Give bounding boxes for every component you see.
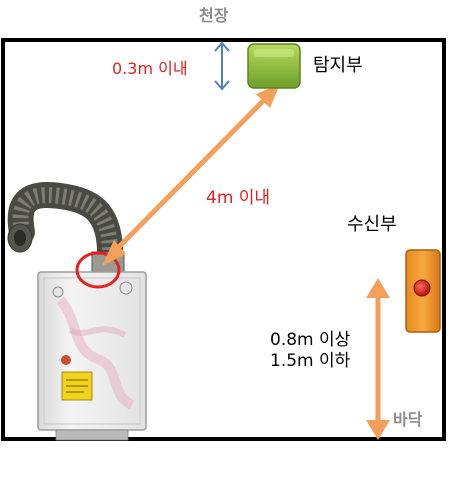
diagonal-distance-label: 4m 이내	[206, 188, 271, 208]
room-outline	[1, 38, 446, 441]
receiver-alarm-lamp-icon	[413, 279, 431, 297]
detector-unit	[247, 43, 301, 89]
ceiling-distance-label: 0.3m 이내	[112, 59, 188, 78]
ceiling-distance-arrow	[214, 41, 230, 91]
height-min-label: 0.8m 이상	[270, 330, 351, 350]
floor-label: 바닥	[393, 410, 423, 429]
detector-label: 탐지부	[313, 55, 363, 76]
ceiling-label: 천장	[199, 6, 229, 25]
height-range-label: 0.8m 이상 1.5m 이하	[270, 330, 350, 373]
height-range-arrow	[366, 278, 390, 440]
gas-water-heater-icon	[7, 182, 147, 441]
receiver-label: 수신부	[347, 214, 397, 235]
diagonal-distance-arrow	[102, 84, 280, 266]
receiver-unit	[405, 249, 441, 333]
height-max-label: 1.5m 이하	[270, 351, 351, 372]
exhaust-highlight-circle	[75, 251, 121, 289]
